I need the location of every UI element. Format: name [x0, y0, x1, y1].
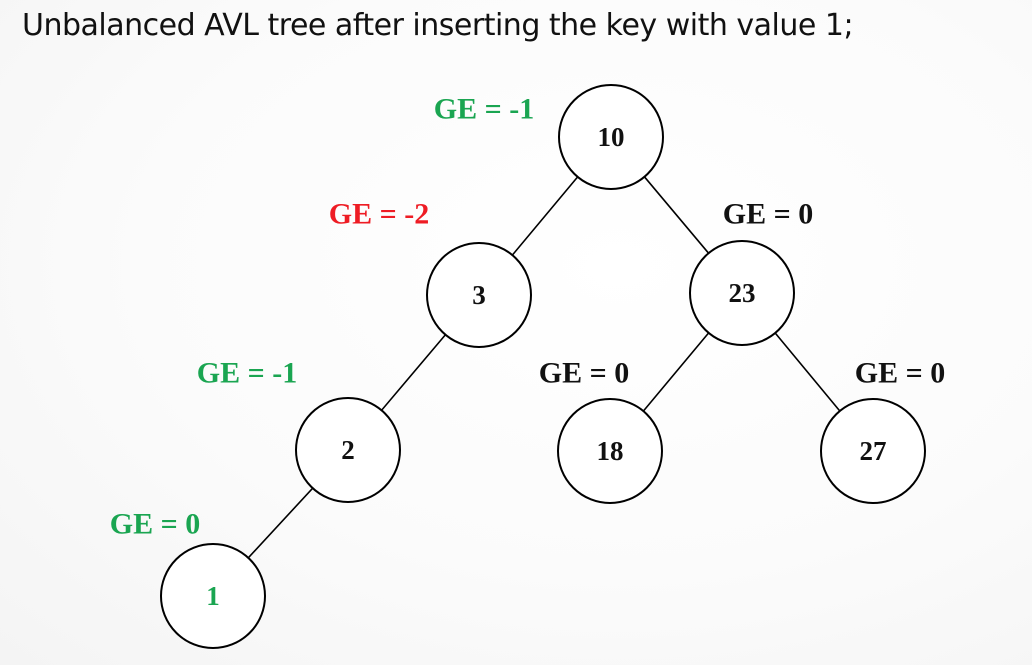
node-key-label: 18: [597, 436, 624, 466]
tree-node-10: 10: [558, 84, 664, 190]
node-circle: [689, 240, 795, 346]
node-circle: [295, 397, 401, 503]
node-circle: [557, 398, 663, 504]
page-title: Unbalanced AVL tree after inserting the …: [22, 8, 854, 43]
tree-node-2: 2: [295, 397, 401, 503]
node-key-label: 27: [860, 436, 887, 466]
node-key-label: 1: [206, 581, 220, 611]
node-circle: [558, 84, 664, 190]
balance-label-node-23: GE = 0: [723, 198, 813, 231]
tree-node-3: 3: [426, 242, 532, 348]
edge-2-1: [247, 487, 314, 559]
balance-label-node-18: GE = 0: [539, 357, 629, 390]
balance-label-node-10: GE = -1: [434, 93, 534, 126]
node-key-label: 3: [472, 280, 486, 310]
balance-label-node-1: GE = 0: [110, 508, 200, 541]
edge-10-3: [511, 176, 579, 256]
edge-10-23: [643, 176, 710, 254]
node-circle: [820, 398, 926, 504]
balance-label-node-2: GE = -1: [197, 357, 297, 390]
tree-node-23: 23: [689, 240, 795, 346]
nodes-layer: 10 3 23 2 18 27 1: [160, 84, 926, 649]
node-circle: [160, 543, 266, 649]
edges-layer: [247, 176, 841, 559]
balance-label-node-27: GE = 0: [855, 357, 945, 390]
node-key-label: 2: [341, 435, 355, 465]
tree-node-1: 1: [160, 543, 266, 649]
node-key-label: 10: [598, 122, 625, 152]
node-key-label: 23: [729, 278, 756, 308]
edge-23-18: [642, 332, 710, 412]
balance-labels-layer: GE = -1 GE = -2 GE = 0 GE = -1 GE = 0 GE = 0 G…: [110, 93, 945, 541]
balance-label-node-3: GE = -2: [329, 198, 429, 231]
edge-23-27: [774, 332, 841, 412]
tree-node-18: 18: [557, 398, 663, 504]
node-circle: [426, 242, 532, 348]
edge-3-2: [380, 334, 447, 411]
tree-node-27: 27: [820, 398, 926, 504]
